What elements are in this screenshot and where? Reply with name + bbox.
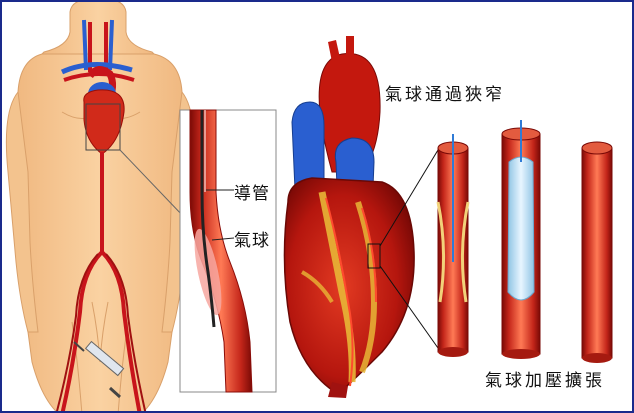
balloon-inflation-label: 氣球加壓擴張 [485,366,605,391]
vessel-stage-2 [502,120,540,359]
vessel-stage-3 [582,142,612,363]
catheter-zoom-panel [180,110,276,392]
balloon-label: 氣球 [234,226,270,251]
balloon-through-stenosis-label: 氣球通過狹窄 [385,80,505,105]
catheter-label: 導管 [234,179,270,204]
vessel-stage-1 [438,134,468,357]
